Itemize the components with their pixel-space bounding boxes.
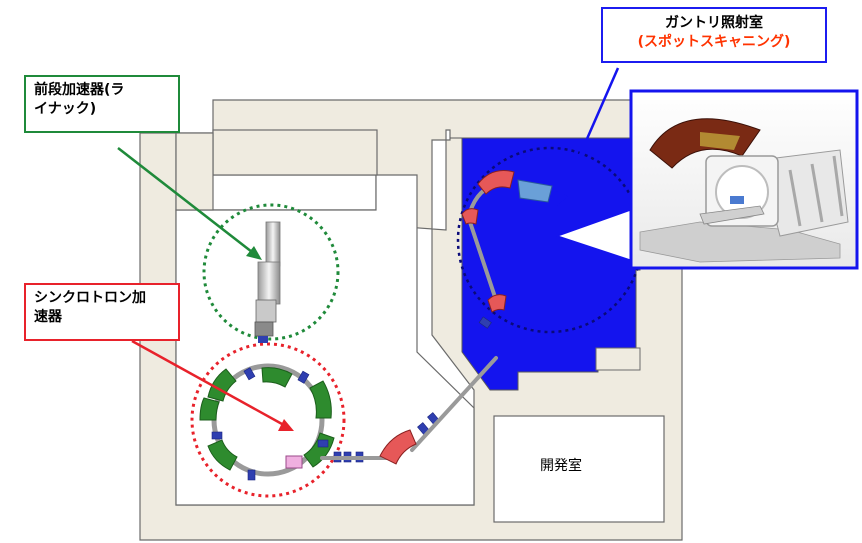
quadrupole bbox=[317, 439, 329, 448]
synchrotron-label-line2: 速器 bbox=[34, 309, 62, 325]
linac-dotted-circle bbox=[202, 203, 340, 341]
interior-floor bbox=[175, 174, 665, 523]
linac-label-line1: 前段加速器(ラ bbox=[34, 82, 125, 98]
gantry-photo-gold bbox=[700, 132, 740, 150]
gantry-photo bbox=[629, 89, 859, 270]
vertical-gantry-line bbox=[468, 220, 498, 302]
gantry-corridor-step bbox=[595, 347, 641, 371]
synchrotron-arrowhead bbox=[278, 419, 294, 431]
rf-cavity bbox=[285, 455, 303, 469]
bending-magnet bbox=[261, 367, 293, 388]
linac-column bbox=[254, 221, 281, 343]
transport-bending-magnet bbox=[379, 429, 417, 465]
gantry-photo-couch bbox=[699, 205, 765, 225]
bending-magnet bbox=[199, 397, 220, 421]
synchrotron-arrow bbox=[131, 339, 283, 426]
synchrotron-label-line1: シンクロトロン加 bbox=[34, 290, 146, 306]
linac-tube-upper bbox=[265, 221, 281, 267]
gantry-arrow bbox=[560, 67, 620, 197]
quadrupole bbox=[211, 431, 223, 440]
linac-label-box: 前段加速器(ラ イナック) bbox=[24, 75, 180, 133]
gantry-label-box: ガントリ照射室 (スポットスキャニング) bbox=[601, 7, 827, 63]
linac-tube-tip bbox=[254, 321, 274, 337]
gantry-photo-detail bbox=[730, 196, 744, 204]
gantry-label-subtitle: (スポットスキャニング) bbox=[637, 34, 791, 50]
bending-magnet bbox=[207, 439, 238, 471]
gantry-bending-magnet bbox=[487, 294, 507, 313]
linac-arrowhead bbox=[246, 246, 262, 260]
quadrupole bbox=[247, 469, 256, 481]
gantry-bending-magnet bbox=[477, 170, 515, 195]
quadrupole bbox=[243, 367, 256, 381]
gantry-bending-magnet bbox=[461, 208, 479, 225]
upper-wall-block bbox=[212, 129, 378, 176]
linac-quad-1 bbox=[258, 336, 268, 343]
bending-magnet bbox=[309, 380, 332, 419]
linac-tube-lower bbox=[255, 299, 277, 323]
gantry-room bbox=[450, 137, 641, 391]
linac-arrow bbox=[117, 147, 253, 253]
dev-room-label: 開発室 bbox=[540, 458, 582, 474]
gantry-photo-struts bbox=[788, 155, 844, 227]
linac-label-line2: イナック) bbox=[34, 101, 97, 117]
quadrupole bbox=[478, 316, 492, 329]
quadrupole bbox=[297, 370, 310, 384]
synchrotron-label-box: シンクロトロン加 速器 bbox=[24, 283, 180, 341]
main-hall-floor bbox=[175, 174, 475, 506]
diagonal-line bbox=[410, 356, 498, 452]
gantry-nozzle bbox=[517, 179, 553, 203]
linac-tube-body bbox=[257, 261, 281, 305]
dev-room-floor bbox=[493, 415, 665, 523]
pointer-arrows bbox=[117, 67, 620, 431]
gantry-label-title: ガントリ照射室 bbox=[665, 15, 763, 31]
synchrotron-dotted-circle bbox=[190, 342, 346, 498]
transport-magnets bbox=[379, 170, 515, 465]
gantry-arrowhead bbox=[556, 191, 568, 206]
